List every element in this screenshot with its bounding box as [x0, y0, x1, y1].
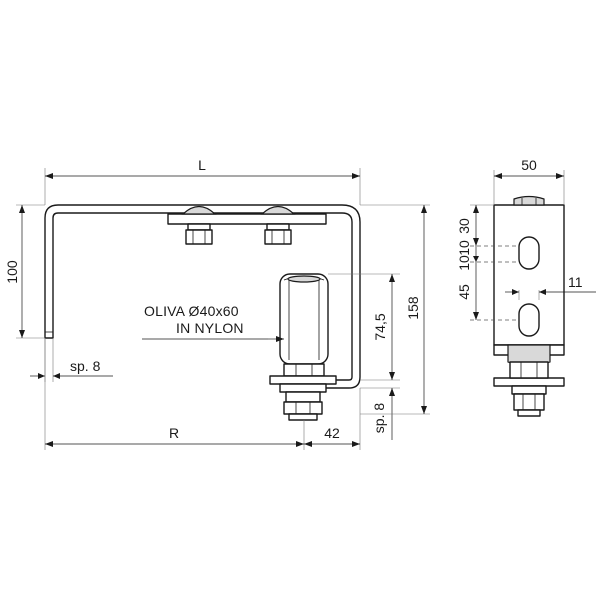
dim-l: L: [198, 157, 206, 173]
dim-45: 45: [456, 284, 472, 300]
roller-note: OLIVA Ø40x60 IN NYLON: [142, 303, 284, 342]
dim-30: 30: [456, 218, 472, 234]
roller-axle-hardware: [269, 363, 337, 421]
slot-upper: [518, 236, 540, 270]
dim-42: 42: [324, 425, 340, 441]
front-view: [44, 204, 361, 421]
dimensions: L 100 sp. 8 R 42 74,5: [4, 157, 596, 450]
dim-10-a: 10: [456, 240, 472, 256]
mounting-plate: [167, 213, 327, 225]
dim-50: 50: [521, 157, 537, 173]
bolt-left: [181, 205, 217, 245]
slot-lower: [518, 303, 540, 337]
dim-10-b: 10: [456, 255, 472, 271]
dim-74-5: 74,5: [372, 313, 388, 340]
roller-note-line2: IN NYLON: [176, 320, 244, 336]
nylon-roller: [279, 273, 329, 365]
dim-158: 158: [405, 296, 421, 320]
side-view: [493, 195, 565, 417]
dim-sp8-left: sp. 8: [70, 358, 101, 374]
bolt-right: [260, 205, 296, 245]
dim-sp8-bottom: sp. 8: [371, 403, 387, 434]
dim-r: R: [169, 425, 179, 441]
roller-note-line1: OLIVA Ø40x60: [144, 303, 239, 319]
dim-100: 100: [4, 260, 20, 284]
dim-11: 11: [568, 274, 583, 290]
